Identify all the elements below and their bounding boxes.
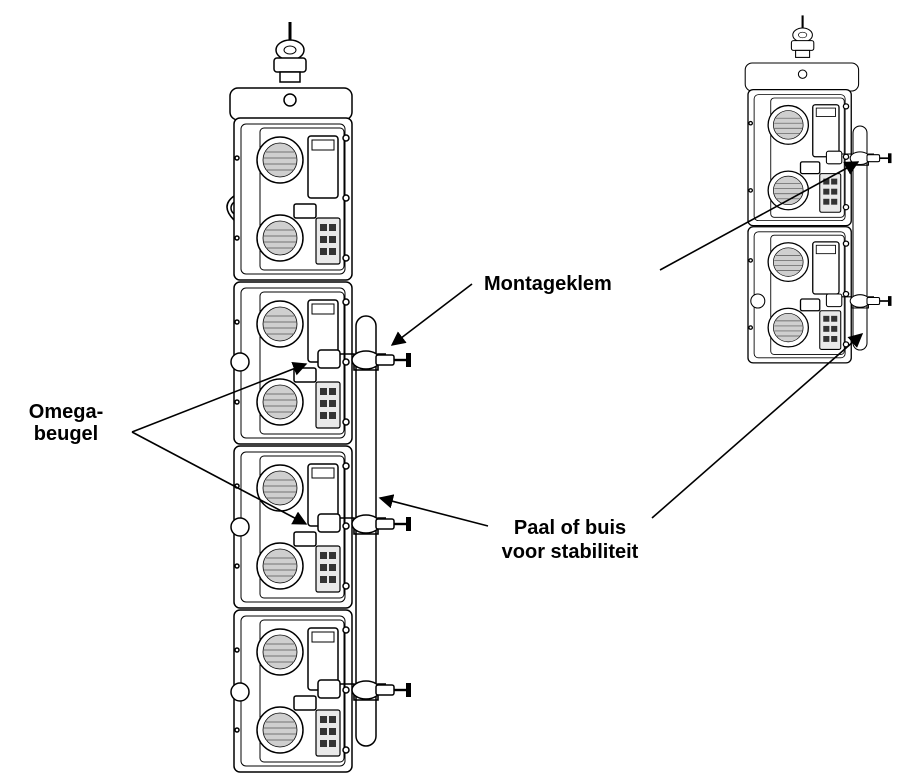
paal-label-line1: Paal of buis xyxy=(514,517,626,539)
paal-label-line2: voor stabiliteit xyxy=(502,541,639,563)
montageklem-arrow-right xyxy=(659,161,860,271)
stabilizer-pipe-small xyxy=(852,125,868,351)
fixture-assembly-small xyxy=(744,14,893,364)
montageklem-label: Montageklem xyxy=(484,273,612,295)
omega-arrow-upper xyxy=(131,362,308,433)
omega-label-line2: beugel xyxy=(34,423,98,445)
montageklem-arrow-left xyxy=(390,283,473,346)
fixture-assembly-large xyxy=(226,20,413,773)
paal-arrow-right xyxy=(651,333,864,519)
paal-arrow-left xyxy=(378,494,489,527)
omega-arrow-lower xyxy=(131,431,308,525)
omega-label-line1: Omega- xyxy=(29,401,103,423)
